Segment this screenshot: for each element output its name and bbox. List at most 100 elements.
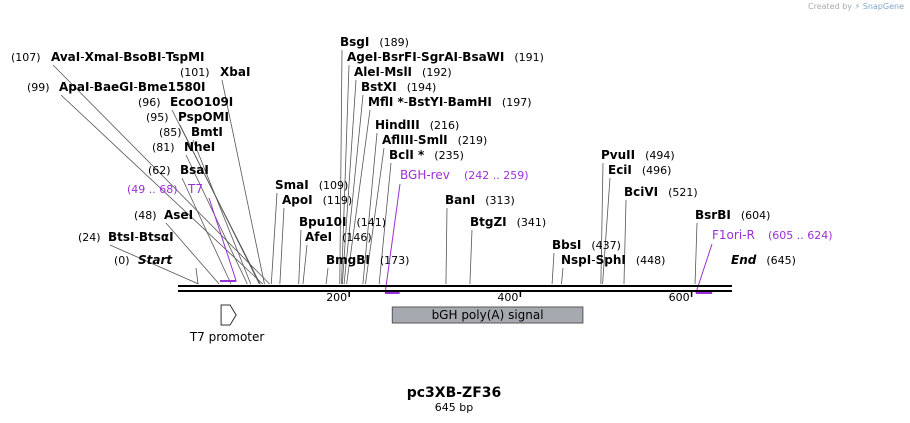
site-eco: (96) EcoO109I bbox=[138, 95, 233, 109]
site-position: (645) bbox=[766, 254, 796, 267]
site-apai: (99)ApaI - BaeGI - Bme1580I bbox=[27, 80, 206, 94]
site-name: SmaI bbox=[275, 178, 309, 192]
ruler-tick-label: 600 bbox=[669, 291, 690, 304]
feature-box bbox=[391, 306, 584, 324]
site-separator: - bbox=[443, 95, 447, 109]
site-name: BsrFI bbox=[382, 50, 417, 64]
site-name: BanI bbox=[445, 193, 475, 207]
credit-prefix: Created by bbox=[808, 2, 853, 11]
site-name: XmaI bbox=[85, 50, 119, 64]
site-position: (107) bbox=[11, 51, 41, 64]
primer-range: (49 .. 68) bbox=[127, 183, 178, 196]
primer-range: (605 .. 624) bbox=[768, 229, 833, 242]
site-name: BsaWI bbox=[462, 50, 504, 64]
leader-pvuii bbox=[600, 162, 604, 285]
site-position: (216) bbox=[430, 119, 460, 132]
site-bsrbi: BsrBI(604) bbox=[695, 208, 770, 222]
site-name: AseI bbox=[164, 208, 193, 222]
site-name: BsoBI bbox=[123, 50, 161, 64]
site-name: Bpu10I bbox=[299, 215, 346, 229]
leader-bcivi bbox=[623, 199, 627, 285]
site-xbai: (101)XbaI bbox=[180, 65, 250, 79]
site-name: NspI bbox=[561, 253, 591, 267]
leader-bmgbi bbox=[325, 267, 329, 285]
site-position: (48) bbox=[134, 209, 157, 222]
site-position: (235) bbox=[434, 149, 464, 162]
site-name: AvaI bbox=[51, 50, 80, 64]
site-end: End (645) bbox=[731, 253, 796, 267]
primer-f1ori: F1ori-R(605 .. 624) bbox=[695, 228, 833, 294]
site-position: (192) bbox=[422, 66, 452, 79]
leader-btsi bbox=[109, 244, 199, 285]
site-bsgi: BsgI(189) bbox=[340, 35, 409, 49]
site-position: (197) bbox=[502, 96, 532, 109]
snapgene-logo-icon: ⚡ bbox=[854, 2, 861, 11]
leader-bcli bbox=[378, 162, 392, 285]
site-separator: - bbox=[404, 95, 408, 109]
primer-name: T7 bbox=[187, 182, 203, 196]
site-position: (0) bbox=[114, 254, 130, 267]
primer-bghrev: BGH-rev(242 .. 259) bbox=[384, 168, 529, 294]
site-separator: - bbox=[458, 50, 462, 64]
site-bpu: Bpu10I(141) bbox=[299, 215, 386, 229]
site-separator: - bbox=[134, 80, 138, 94]
site-alei: AleI - MslI(192) bbox=[354, 65, 452, 79]
site-avai: (107)AvaI - XmaI - BsoBI - TspMI bbox=[11, 50, 205, 64]
site-bstxi: BstXI (194) bbox=[361, 80, 436, 94]
site-psp: (95)PspOMI bbox=[146, 110, 229, 124]
site-separator: - bbox=[161, 50, 165, 64]
primer-range: (242 .. 259) bbox=[464, 169, 529, 182]
site-afei: AfeI(146) bbox=[305, 230, 372, 244]
dna-backbone bbox=[178, 285, 732, 292]
primer-leader bbox=[695, 243, 713, 294]
site-name: BsrBI bbox=[695, 208, 731, 222]
site-position: (24) bbox=[78, 231, 101, 244]
leader-agei bbox=[341, 64, 350, 285]
site-position: (146) bbox=[342, 231, 372, 244]
site-position: (119) bbox=[323, 194, 353, 207]
site-position: (496) bbox=[642, 164, 672, 177]
site-separator: - bbox=[414, 133, 418, 147]
site-position: (219) bbox=[458, 134, 488, 147]
primer-t7: (49 .. 68) T7 bbox=[127, 182, 237, 282]
leader-avai bbox=[52, 64, 270, 285]
feature-label: bGH poly(A) signal bbox=[432, 308, 544, 322]
site-apoi: ApoI(119) bbox=[282, 193, 352, 207]
site-name: MflI * bbox=[368, 95, 404, 109]
site-position: (313) bbox=[485, 194, 515, 207]
site-name: BamHI bbox=[448, 95, 492, 109]
leader-nhei bbox=[185, 154, 248, 285]
leader-alei bbox=[341, 79, 357, 285]
site-name: BsgI bbox=[340, 35, 369, 49]
site-name: BtsαI bbox=[139, 230, 174, 244]
site-name: SphI bbox=[596, 253, 626, 267]
leader-eco bbox=[171, 109, 261, 285]
site-position: (81) bbox=[152, 141, 175, 154]
site-position: (448) bbox=[636, 254, 666, 267]
site-name: BsaI bbox=[180, 163, 209, 177]
site-separator: - bbox=[417, 50, 421, 64]
site-bbsi: BbsI(437) bbox=[552, 238, 621, 252]
site-name: BmtI bbox=[191, 125, 223, 139]
site-name: AgeI bbox=[347, 50, 377, 64]
site-name: PspOMI bbox=[178, 110, 229, 124]
site-position: (109) bbox=[319, 179, 349, 192]
site-name: TspMI bbox=[166, 50, 205, 64]
site-position: (173) bbox=[380, 254, 410, 267]
site-position: (101) bbox=[180, 66, 210, 79]
site-name: HindIII bbox=[375, 118, 420, 132]
site-name: End bbox=[731, 253, 757, 267]
site-smai: SmaI (109) bbox=[275, 178, 348, 192]
leader-bpu bbox=[298, 229, 302, 285]
site-separator: - bbox=[80, 50, 84, 64]
site-name: SmlI bbox=[418, 133, 448, 147]
site-position: (99) bbox=[27, 81, 50, 94]
site-separator: - bbox=[380, 65, 384, 79]
site-position: (96) bbox=[138, 96, 161, 109]
site-name: BstXI bbox=[361, 80, 397, 94]
leader-apoi bbox=[279, 207, 285, 285]
site-nspi: NspI - SphI(448) bbox=[561, 253, 665, 267]
site-bmgbi: BmgBI(173) bbox=[326, 253, 409, 267]
site-name: EcoO109I bbox=[170, 95, 233, 109]
site-position: (194) bbox=[407, 81, 437, 94]
